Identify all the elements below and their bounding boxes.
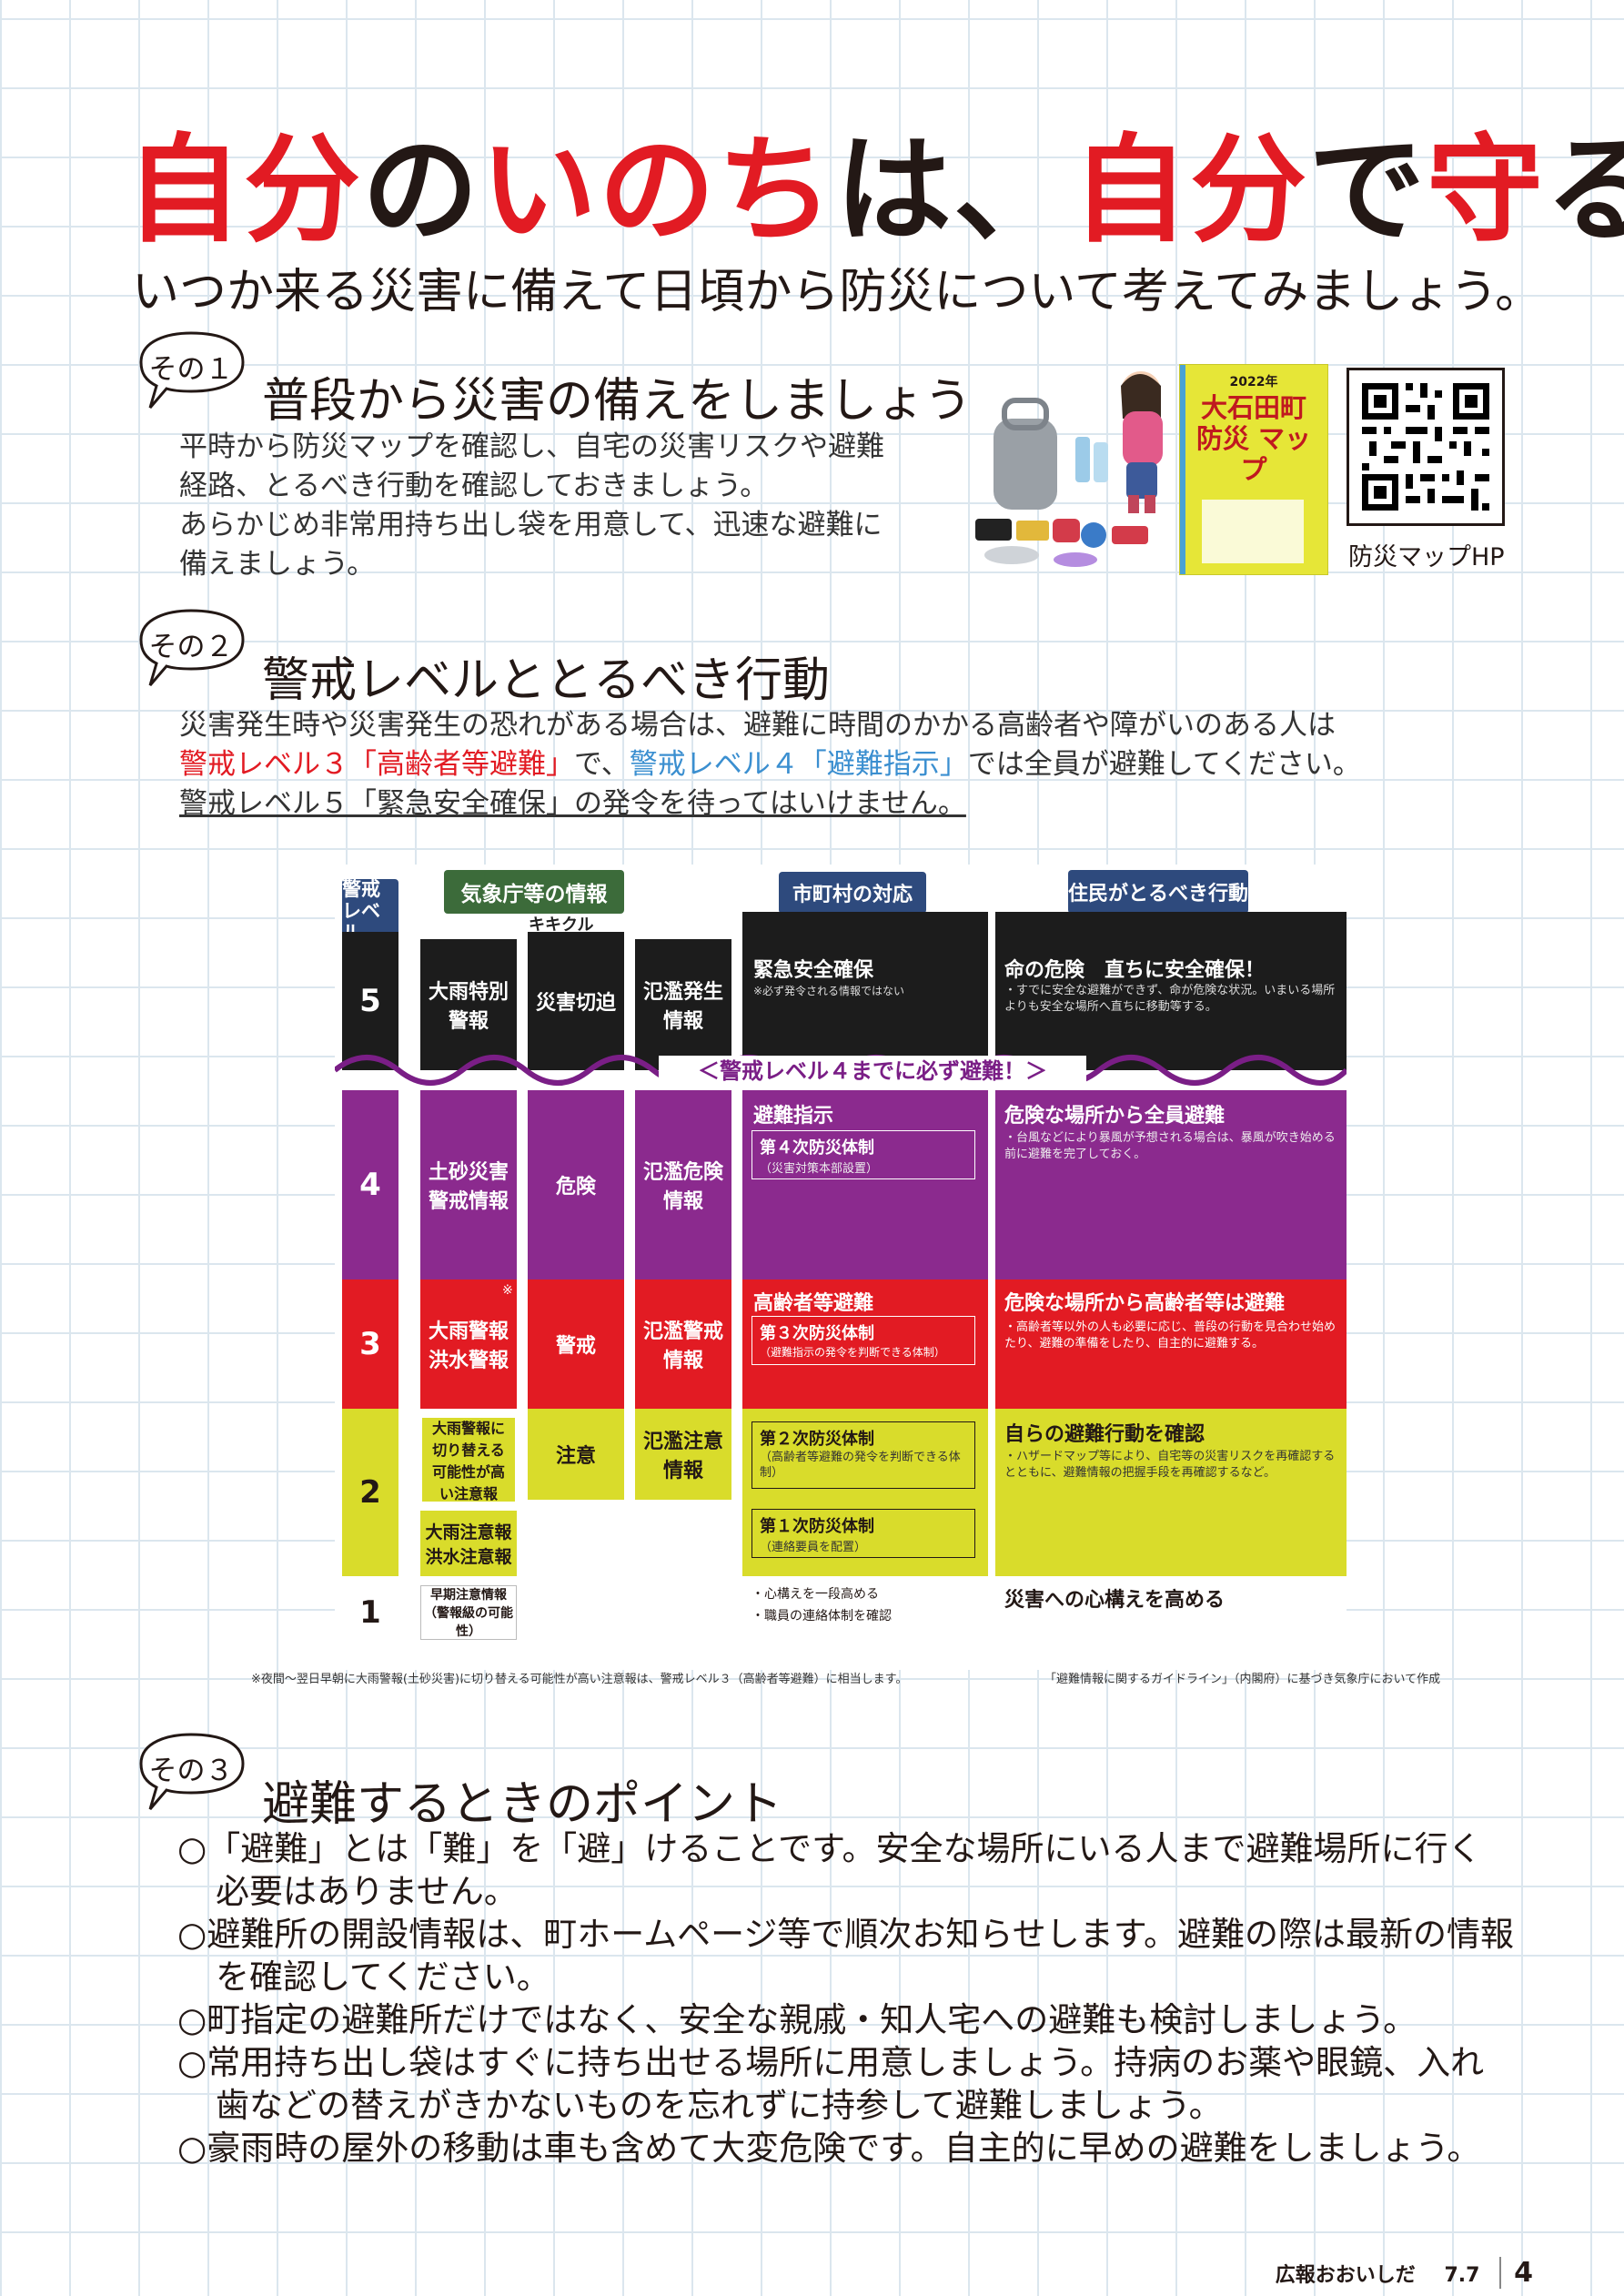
level-4-resident-cell: 危険な場所から全員避難 ・台風などにより暴風が予想される場合は、暴風が吹き始める…: [995, 1090, 1347, 1279]
level-5-heavy-rain: 大雨特別警報: [420, 939, 517, 1070]
page-title: 自分のいのちは、自分で守る: [126, 123, 1624, 258]
emergency-kit-illustration: [975, 371, 1163, 567]
level-5-resident-cell: 命の危険 直ちに安全確保！ ・すでに安全な避難ができず、命が危険な状況。いまいる…: [995, 912, 1347, 1070]
section2-badge: その２: [132, 605, 250, 686]
level-1-resident: 災害への心構えを高める: [1004, 1589, 1226, 1612]
level-4-flood: 氾濫危険情報: [635, 1090, 731, 1279]
publication-name: 広報おおいしだ: [1275, 2264, 1416, 2287]
level-3-resident-cell: 危険な場所から高齢者等は避難 ・高齢者等以外の人も必要に応じ、普段の行動を見合わ…: [995, 1279, 1347, 1409]
level-3-flood: 氾濫警戒情報: [635, 1279, 731, 1409]
section1-body: 平時から防災マップを確認し、自宅の災害リスクや避難 経路、とるべき行動を確認して…: [179, 430, 884, 581]
level-2-number: 2: [342, 1409, 398, 1576]
level-4-kikikuru: 危険: [528, 1090, 624, 1279]
level-2-flood: 氾濫注意情報: [635, 1409, 731, 1500]
section1-heading: 普段から災害の備えをしましょう: [262, 374, 973, 429]
level-3-note-mark: ※: [502, 1283, 513, 1298]
list-item: ○常用持ち出し袋はすぐに持ち出せる場所に用意しましょう。持病のお薬や眼鏡、入れ歯…: [177, 2043, 1485, 2125]
level-4-city-cell: 避難指示 第４次防災体制 （災害対策本部設置）: [742, 1090, 988, 1279]
level-5-city-cell: 緊急安全確保 ※必ず発令される情報ではない: [742, 912, 988, 1070]
level-2-advisories: 大雨注意報 洪水注意報: [420, 1511, 517, 1576]
level-5-kikikuru: 災害切迫: [528, 932, 624, 1070]
list-item: ○「避難」とは「難」を「避」けることです。安全な場所にいる人まで避難場所に行く必…: [177, 1829, 1482, 1911]
section3-heading: 避難するときのポイント: [262, 1777, 783, 1832]
level-4-banner: ＜警戒レベル４までに必ず避難！＞: [659, 1056, 1086, 1087]
level-4-landslide: 土砂災害警戒情報: [420, 1090, 517, 1279]
level-5-number: 5: [342, 932, 398, 1070]
footer: 広報おおいしだ 7.7 4: [1276, 2257, 1533, 2289]
list-item: ○豪雨時の屋外の移動は車も含めて大変危険です。自主的に早めの避難をしましょう。: [177, 2129, 1481, 2168]
level-3-kikikuru: 警戒: [528, 1279, 624, 1409]
level-2-advisory-upgrade: 大雨警報に切り替える可能性が高い注意報: [420, 1416, 517, 1503]
level-3-city-cell: 高齢者等避難 第３次防災体制 （避難指示の発令を判断できる体制）: [742, 1279, 988, 1409]
header-resident: 住民がとるべき行動: [1068, 870, 1248, 914]
issue-date: 7.7: [1444, 2264, 1480, 2287]
section3-badge: その３: [132, 1729, 250, 1810]
header-city: 市町村の対応: [779, 872, 926, 914]
level-2-kikikuru: 注意: [528, 1409, 624, 1500]
level-1-city-notes: ・心構えを一段高める ・職員の連絡体制を確認: [751, 1587, 892, 1623]
list-item: ○避難所の開設情報は、町ホームページ等で順次お知らせします。避難の際は最新の情報…: [177, 1915, 1514, 1997]
section2-heading: 警戒レベルととるべき行動: [262, 653, 831, 708]
table-source: 「避難情報に関するガイドライン」（内閣府）に基づき気象庁において作成: [1044, 1673, 1441, 1686]
level-3-number: 3: [342, 1279, 398, 1409]
table-footnote: ※夜間～翌日早朝に大雨警報(土砂災害)に切り替える可能性が高い注意報は、警戒レベ…: [251, 1673, 908, 1686]
level-5-flood: 氾濫発生情報: [635, 939, 731, 1070]
level-3-warnings: 大雨警報 洪水警報: [420, 1279, 517, 1409]
qr-label: 防災マップHP: [1348, 543, 1505, 571]
header-jma: 気象庁等の情報: [444, 870, 624, 914]
warning-level-table: 警戒レベル 気象庁等の情報 市町村の対応 住民がとるべき行動 キキクル 5 大雨…: [335, 865, 1347, 1670]
level-1-number: 1: [359, 1594, 381, 1631]
section1-badge: その１: [132, 328, 250, 409]
page-number: 4: [1499, 2257, 1533, 2289]
kikikuru-label: キキクル: [529, 915, 594, 935]
level-2-city-cell: 第２次防災体制 （高齢者等避難の発令を判断できる体制） 第１次防災体制 （連絡要…: [742, 1409, 988, 1576]
section2-body: 災害発生時や災害発生の恐れがある場合は、避難に時間のかかる高齢者や障がいのある人…: [179, 709, 1361, 820]
qr-code: [1347, 368, 1505, 526]
level-1-early-warning: 早期注意情報（警報級の可能性）: [420, 1585, 517, 1640]
list-item: ○町指定の避難所だけではなく、安全な親戚・知人宅への避難も検討しましょう。: [177, 2000, 1417, 2039]
evacuation-points: ○「避難」とは「難」を「避」けることです。安全な場所にいる人まで避難場所に行く必…: [177, 1827, 1515, 2170]
level-4-number: 4: [342, 1090, 398, 1279]
level-2-resident-cell: 自らの避難行動を確認 ・ハザードマップ等により、自宅等の災害リスクを再確認すると…: [995, 1409, 1347, 1576]
hazard-map-booklet: 2022年 大石田町 防災 マップ: [1179, 364, 1328, 575]
page-subtitle: いつか来る災害に備えて日頃から防災について考えてみましょう。: [132, 265, 1543, 319]
